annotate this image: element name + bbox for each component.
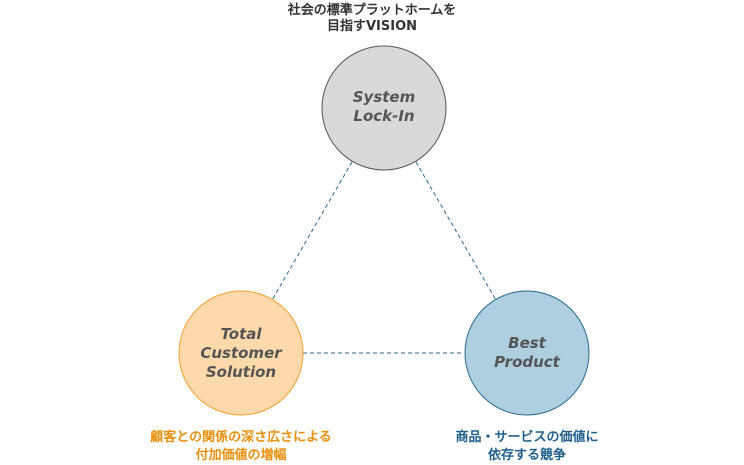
caption-left-line-2: 付加価値の増幅 bbox=[195, 448, 287, 463]
caption-right-line-1: 商品・サービスの価値に bbox=[455, 430, 599, 445]
caption-right-line-2: 依存する競争 bbox=[487, 448, 566, 463]
label-best-product: Best Product bbox=[467, 334, 587, 372]
label-total-customer-solution: Total Customer Solution bbox=[181, 325, 301, 382]
label-line: System bbox=[352, 88, 416, 106]
caption-left-line-1: 顧客との関係の深さ広さによる bbox=[150, 430, 332, 445]
label-line: Best bbox=[508, 334, 546, 352]
node-total-customer-solution bbox=[178, 290, 304, 416]
node-system-lock-in bbox=[321, 45, 447, 171]
label-system-lock-in: System Lock-In bbox=[324, 88, 444, 126]
connector-top-left bbox=[271, 161, 353, 301]
caption-left: 顧客との関係の深さ広さによる 付加価値の増幅 bbox=[110, 429, 372, 465]
label-line: Solution bbox=[205, 363, 277, 381]
caption-right: 商品・サービスの価値に 依存する競争 bbox=[416, 429, 638, 465]
title-line-2: 目指すVISION bbox=[326, 19, 418, 34]
label-line: Total bbox=[220, 325, 262, 343]
title-line-1: 社会の標準プラットホームを bbox=[287, 3, 457, 18]
node-best-product bbox=[464, 290, 590, 416]
connector-top-right bbox=[415, 161, 497, 301]
label-line: Customer bbox=[200, 344, 282, 362]
label-line: Product bbox=[494, 353, 560, 371]
label-line: Lock-In bbox=[353, 107, 415, 125]
